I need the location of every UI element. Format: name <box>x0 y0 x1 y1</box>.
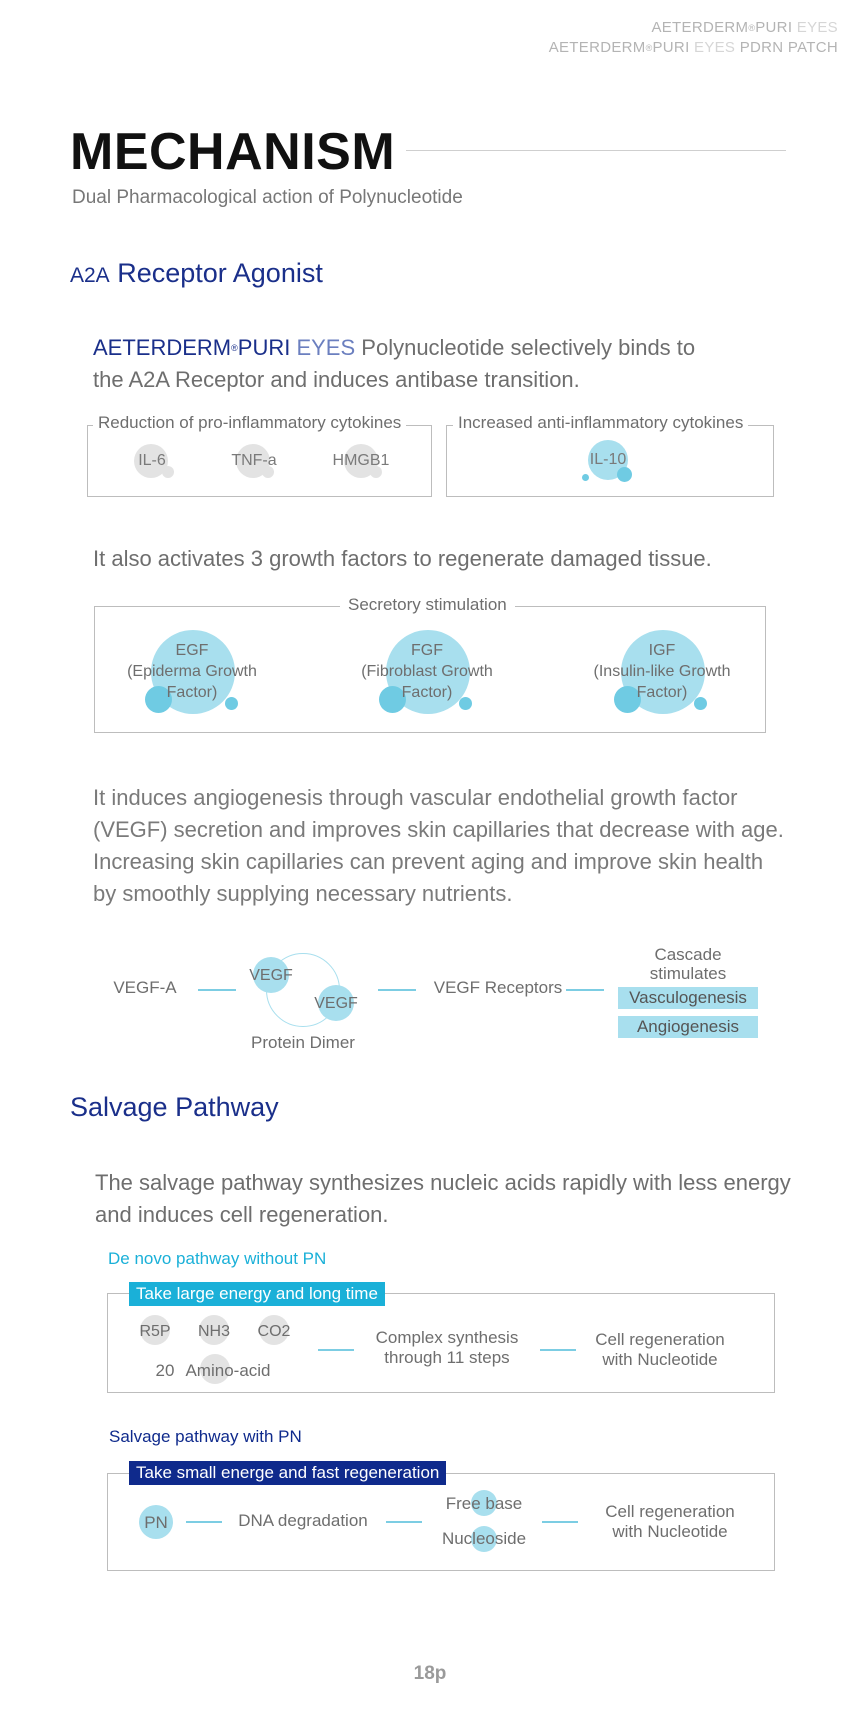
section-heading-a2a: A2A Receptor Agonist <box>70 258 323 288</box>
outcome-angiogenesis: Angiogenesis <box>618 1016 758 1038</box>
input-r5p: R5P <box>139 1323 171 1340</box>
vegf-dimer-b: VEGF <box>314 995 358 1012</box>
growth-factor-bubble-small <box>614 686 641 713</box>
pn-bubble <box>139 1505 173 1539</box>
growth-factor-bubble-small <box>694 697 707 710</box>
free-base-bubble <box>471 1490 497 1516</box>
cytokine-bubble-small <box>162 466 174 478</box>
nucleoside-label: Nucleoside <box>441 1529 527 1548</box>
denovo-title: De novo pathway without PN <box>108 1249 327 1268</box>
section-heading-salvage: Salvage Pathway <box>70 1092 279 1122</box>
pro-inflammatory-label: Reduction of pro-inflammatory cytokines <box>93 413 407 433</box>
connector-line <box>378 989 416 991</box>
salvage-title: Salvage pathway with PN <box>109 1427 302 1446</box>
page-title: MECHANISM <box>70 123 396 181</box>
growth-factor-igf: IGF (Insulin-like Growth Factor) <box>593 642 731 701</box>
title-divider <box>406 150 786 151</box>
growth-factor-fgf: FGF (Fibroblast Growth Factor) <box>361 642 493 701</box>
amino-count: 20 <box>155 1361 175 1380</box>
input-co2: CO2 <box>257 1323 291 1340</box>
salvage-result-label: Cell regeneration with Nucleotide <box>605 1502 735 1541</box>
page-number: 18p <box>413 1663 447 1684</box>
cytokine-il6: IL-6 <box>138 452 166 469</box>
growth-factor-bubble-small <box>225 697 238 710</box>
cytokine-bubble-small <box>370 466 382 478</box>
header-brand-line-1: AETERDERM®PURI EYES <box>651 19 838 36</box>
angiogenesis-paragraph: It induces angiogenesis through vascular… <box>93 785 784 906</box>
input-bubble <box>200 1354 230 1384</box>
amino-label: Amino-acid <box>185 1361 271 1380</box>
salvage-intro: The salvage pathway synthesizes nucleic … <box>95 1170 791 1227</box>
cytokine-bubble-small <box>617 467 632 482</box>
denovo-box <box>107 1293 775 1393</box>
cytokine-tnfa: TNF-a <box>231 452 277 469</box>
dna-degradation-label: DNA degradation <box>238 1511 368 1530</box>
page-subtitle: Dual Pharmacological action of Polynucle… <box>72 187 463 208</box>
denovo-result-label: Cell regeneration with Nucleotide <box>595 1330 725 1369</box>
header-brand-line-2: AETERDERM®PURI EYES PDRN PATCH <box>548 39 838 56</box>
cytokine-il10: IL-10 <box>589 451 627 468</box>
cascade-label: Cascade stimulates <box>649 945 727 983</box>
vegf-a-label: VEGF-A <box>113 978 177 997</box>
growth-factor-egf: EGF (Epiderma Growth Factor) <box>127 642 257 701</box>
growth-factor-bubble-small <box>459 697 472 710</box>
pn-label: PN <box>144 1513 168 1532</box>
connector-line <box>386 1521 422 1523</box>
input-bubble <box>140 1315 170 1345</box>
growth-factor-bubble-small <box>145 686 172 713</box>
outcome-vasculogenesis: Vasculogenesis <box>618 987 758 1009</box>
complex-synthesis-label: Complex synthesis through 11 steps <box>375 1328 519 1367</box>
nucleoside-bubble <box>471 1526 497 1552</box>
input-bubble <box>199 1315 229 1345</box>
cytokine-bubble-small <box>262 466 274 478</box>
vegf-dimer-a: VEGF <box>249 967 293 984</box>
vegf-bubble <box>318 985 354 1021</box>
input-nh3: NH3 <box>197 1323 230 1340</box>
vegf-receptors-label: VEGF Receptors <box>433 978 563 997</box>
a2a-intro-line-1: AETERDERM®PURI EYES Polynucleotide selec… <box>93 335 696 360</box>
connector-line <box>540 1349 576 1351</box>
connector-line <box>186 1521 222 1523</box>
protein-dimer-label: Protein Dimer <box>251 1033 355 1052</box>
growth-factor-bubble-small <box>379 686 406 713</box>
secretory-label: Secretory stimulation <box>340 595 515 615</box>
vegf-bubble <box>253 957 289 993</box>
connector-line <box>198 989 236 991</box>
cytokine-hmgb1: HMGB1 <box>332 452 390 469</box>
connector-line <box>566 989 604 991</box>
anti-inflammatory-label: Increased anti-inflammatory cytokines <box>453 413 749 433</box>
input-bubble <box>259 1315 289 1345</box>
brand-name: AETERDERM®PURI EYES <box>93 335 356 360</box>
a2a-intro-line-2: the A2A Receptor and induces antibase tr… <box>93 367 580 392</box>
free-base-label: Free base <box>445 1494 523 1513</box>
connector-line <box>318 1349 354 1351</box>
salvage-badge: Take small energe and fast regeneration <box>129 1461 447 1485</box>
denovo-badge: Take large energy and long time <box>129 1282 385 1306</box>
growth-factor-sentence: It also activates 3 growth factors to re… <box>93 546 712 571</box>
cytokine-bubble-small <box>582 474 589 481</box>
connector-line <box>542 1521 578 1523</box>
